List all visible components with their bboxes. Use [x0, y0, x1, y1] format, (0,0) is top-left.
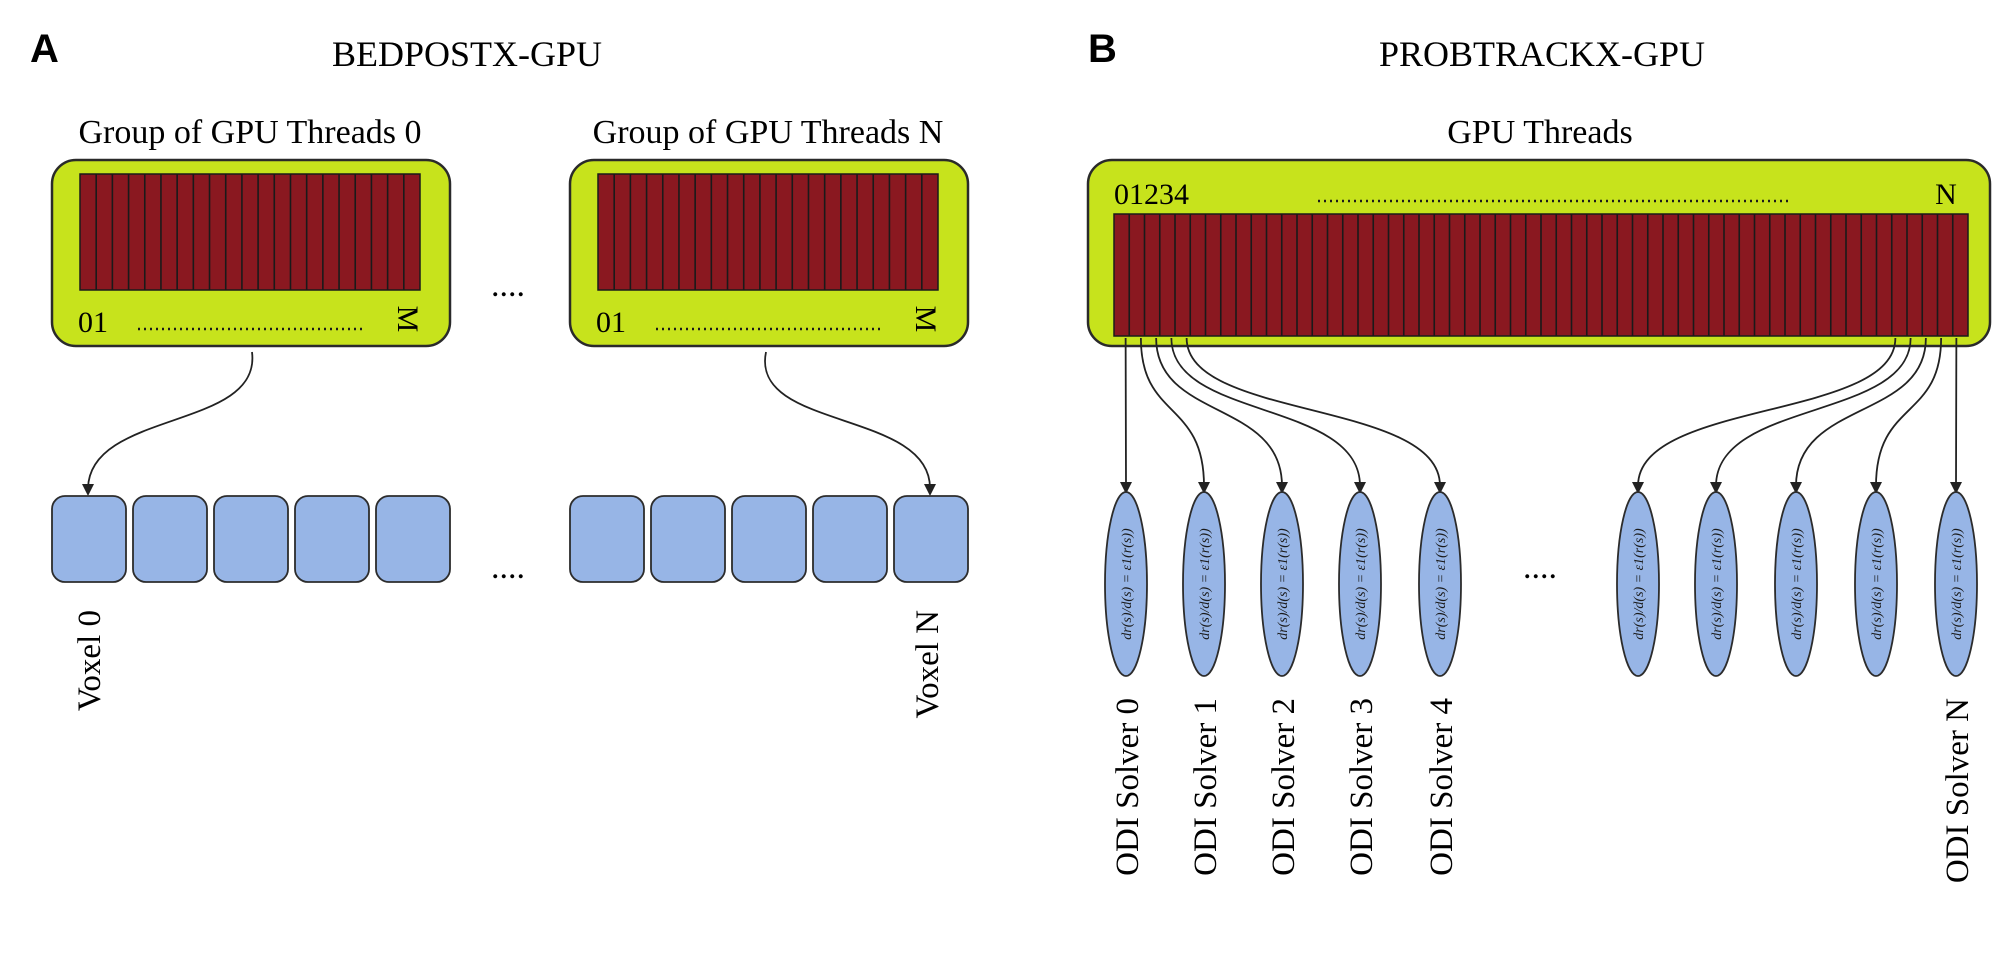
connector-group-first-to-voxel-0	[87, 351, 254, 489]
odi-solver: dr(s)/d(s) = ε1(r(s))	[1854, 491, 1898, 677]
voxel-row-first-voxel	[213, 495, 289, 583]
group-last-label: Group of GPU Threads N	[593, 114, 944, 151]
panel-b: B PROBTRACKX-GPU GPU Threads 01234 N dr(…	[1086, 27, 1992, 883]
group-last-index-start: 01	[596, 306, 626, 339]
panel-a: A BEDPOSTX-GPU Group of GPU Threads 0 01…	[30, 27, 970, 719]
odi-solver-formula: dr(s)/d(s) = ε1(r(s))	[1790, 528, 1805, 640]
panel-a-letter: A	[30, 27, 59, 71]
connector-thread-to-solver	[1637, 337, 1897, 487]
group-ellipsis: ....	[491, 267, 525, 304]
connector-thread-to-solver	[1155, 337, 1283, 487]
arrowhead-solver	[1632, 482, 1644, 494]
odi-solver-label: ODI Solver N	[1940, 698, 1976, 883]
voxel-row-last-voxel	[812, 495, 888, 583]
odi-solver-ellipse	[1338, 491, 1382, 677]
gpu-threads-label: GPU Threads	[1447, 114, 1632, 151]
voxel-row-last-voxel	[893, 495, 969, 583]
connector-thread-to-solver	[1185, 337, 1441, 487]
odi-solver: dr(s)/d(s) = ε1(r(s))	[1182, 491, 1226, 677]
solver-labels: ODI Solver 0 ODI Solver 1 ODI Solver 2 ODI …	[1110, 698, 1976, 883]
odi-solver-formula: dr(s)/d(s) = ε1(r(s))	[1632, 528, 1647, 640]
solver-ellipsis: ....	[1523, 549, 1557, 586]
odi-solver-label: ODI Solver 0	[1110, 698, 1146, 876]
connector-thread-to-solver	[1139, 337, 1205, 487]
odi-solver-formula: dr(s)/d(s) = ε1(r(s))	[1354, 528, 1369, 640]
arrowhead-solver	[1710, 482, 1722, 494]
odi-solver-formula: dr(s)/d(s) = ε1(r(s))	[1870, 528, 1885, 640]
connector-thread-to-solver	[1170, 337, 1361, 487]
thread-array-group-last	[597, 173, 939, 291]
odi-solver-ellipse	[1774, 491, 1818, 677]
thread-array-gpu	[1113, 213, 1969, 337]
odi-solver: dr(s)/d(s) = ε1(r(s))	[1104, 491, 1148, 677]
odi-solver: dr(s)/d(s) = ε1(r(s))	[1694, 491, 1738, 677]
arrowhead-solver	[1198, 482, 1210, 494]
odi-solver: dr(s)/d(s) = ε1(r(s))	[1418, 491, 1462, 677]
connector-thread-to-solver	[1795, 337, 1927, 487]
group-first-index-start: 01	[78, 306, 108, 339]
arrowhead-solver	[1950, 482, 1962, 494]
odi-solver-ellipse	[1260, 491, 1304, 677]
odi-solver-ellipse	[1182, 491, 1226, 677]
odi-solver: dr(s)/d(s) = ε1(r(s))	[1934, 491, 1978, 677]
odi-solver: dr(s)/d(s) = ε1(r(s))	[1616, 491, 1660, 677]
odi-solver-ellipse	[1418, 491, 1462, 677]
group-first-index-end: M	[391, 306, 424, 333]
panel-b-title: PROBTRACKX-GPU	[1379, 34, 1705, 74]
voxel-row-first-voxel	[294, 495, 370, 583]
voxel-row-first	[51, 495, 451, 583]
arrowhead-voxel-n	[924, 484, 936, 496]
odi-solver: dr(s)/d(s) = ε1(r(s))	[1338, 491, 1382, 677]
odi-solver-ellipse	[1616, 491, 1660, 677]
connector-group-last-to-voxel-n	[764, 351, 931, 489]
arrowhead-solver	[1354, 482, 1366, 494]
odi-solver-label: ODI Solver 1	[1188, 698, 1224, 876]
arrowhead-solver	[1434, 482, 1446, 494]
gpu-threads-index-end: N	[1935, 178, 1957, 211]
odi-solver-ellipse	[1854, 491, 1898, 677]
odi-solver-formula: dr(s)/d(s) = ε1(r(s))	[1198, 528, 1213, 640]
voxel-row-first-voxel	[51, 495, 127, 583]
odi-solver-ellipse	[1934, 491, 1978, 677]
solver-row: dr(s)/d(s) = ε1(r(s)) dr(s)/d(s) = ε1(r(s…	[1104, 491, 1978, 677]
arrowhead-solver	[1870, 482, 1882, 494]
voxel-first-label: Voxel 0	[72, 610, 108, 711]
voxel-row-last-voxel	[569, 495, 645, 583]
group-last-index-end: M	[909, 306, 942, 333]
arrowhead-solver	[1790, 482, 1802, 494]
gpu-threads-index-start: 01234	[1114, 178, 1189, 211]
arrowhead-solver	[1276, 482, 1288, 494]
odi-solver-label: ODI Solver 2	[1266, 698, 1302, 876]
voxel-row-last	[569, 495, 969, 583]
voxel-row-first-voxel	[132, 495, 208, 583]
odi-solver-formula: dr(s)/d(s) = ε1(r(s))	[1120, 528, 1135, 640]
group-first-label: Group of GPU Threads 0	[78, 114, 421, 151]
odi-solver-ellipse	[1694, 491, 1738, 677]
odi-solver-ellipse	[1104, 491, 1148, 677]
arrowhead-solver	[1120, 482, 1132, 494]
odi-solver-label: ODI Solver 3	[1344, 698, 1380, 876]
group-last-frame	[597, 173, 939, 291]
odi-solver: dr(s)/d(s) = ε1(r(s))	[1774, 491, 1818, 677]
odi-solver-label: ODI Solver 4	[1424, 698, 1460, 876]
connector-thread-to-solver	[1715, 337, 1912, 487]
voxel-last-label: Voxel N	[910, 610, 946, 719]
connector-thread-to-solver	[1875, 337, 1943, 487]
odi-solver: dr(s)/d(s) = ε1(r(s))	[1260, 491, 1304, 677]
panel-b-letter: B	[1088, 27, 1117, 71]
panel-a-title: BEDPOSTX-GPU	[332, 34, 602, 74]
odi-solver-formula: dr(s)/d(s) = ε1(r(s))	[1710, 528, 1725, 640]
voxel-row-last-voxel	[731, 495, 807, 583]
odi-solver-formula: dr(s)/d(s) = ε1(r(s))	[1950, 528, 1965, 640]
arrowhead-voxel-0	[82, 484, 94, 496]
thread-array-group-first	[79, 173, 421, 291]
voxel-row-first-voxel	[375, 495, 451, 583]
group-first-frame	[79, 173, 421, 291]
voxel-ellipsis: ....	[491, 549, 525, 586]
odi-solver-formula: dr(s)/d(s) = ε1(r(s))	[1434, 528, 1449, 640]
voxel-row-last-voxel	[650, 495, 726, 583]
odi-solver-formula: dr(s)/d(s) = ε1(r(s))	[1276, 528, 1291, 640]
connectors-threads-to-solvers	[1120, 337, 1962, 494]
